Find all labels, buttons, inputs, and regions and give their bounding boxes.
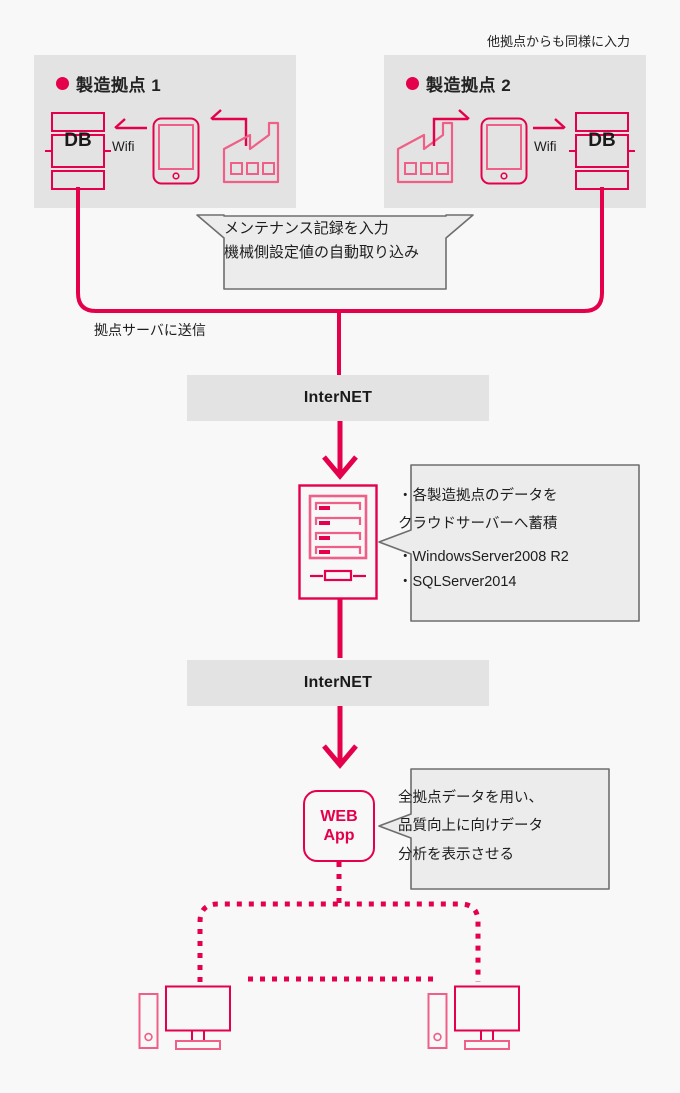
site-2-title-label: 製造拠点 2 <box>426 76 512 95</box>
site-2-title: 製造拠点 2 <box>406 71 511 96</box>
callout-line: ・各製造拠点のデータを <box>398 488 558 504</box>
left-arrow-icon <box>114 118 147 130</box>
desktop-pc-icon <box>138 985 231 1050</box>
right-arrow-icon <box>432 109 470 146</box>
rack-server-icon <box>298 484 378 600</box>
right-arrow-icon <box>533 118 566 130</box>
callout-line: ・SQLServer2014 <box>398 573 517 590</box>
factory-icon <box>396 121 454 184</box>
desktop-pc-icon <box>427 985 520 1050</box>
internet-bar-2-label: InterNET <box>303 674 373 691</box>
internet-bar-2: InterNET <box>187 660 489 706</box>
red-dot-icon <box>406 77 419 90</box>
site-1-title: 製造拠点 1 <box>56 71 161 96</box>
cloud-server-callout-text: ・各製造拠点のデータを クラウドサーバーへ蓄積 ・WindowsServer20… <box>398 482 638 595</box>
red-dot-icon <box>56 77 69 90</box>
callout-line: 品質向上に向けデータ <box>398 818 543 835</box>
tablet-icon <box>480 117 528 185</box>
server-to-internet-pipe <box>337 598 343 658</box>
send-to-site-server-label: 拠点サーバに送信 <box>94 322 206 338</box>
web-app-line-1: WEB <box>320 807 358 825</box>
site-2-wifi-label: Wifi <box>534 139 557 154</box>
web-app-line-2: App <box>323 827 355 844</box>
callout-line: 分析を表示させる <box>398 846 514 863</box>
web-app-node[interactable]: WEB App <box>303 790 375 862</box>
tablet-icon <box>152 117 200 185</box>
callout-line: 機械側設定値の自動取り込み <box>224 244 420 262</box>
down-arrow-icon <box>322 706 358 769</box>
callout-line: 全拠点データを用い、 <box>398 790 543 806</box>
maintenance-callout-text: メンテナンス記録を入力 機械側設定値の自動取り込み <box>224 217 454 266</box>
site-1-title-label: 製造拠点 1 <box>76 76 162 95</box>
site-2-db-label: DB <box>588 130 616 151</box>
analysis-callout-text: 全拠点データを用い、 品質向上に向けデータ 分析を表示させる <box>398 784 608 869</box>
callout-line: ・WindowsServer2008 R2 <box>398 548 569 565</box>
down-arrow-icon <box>322 421 358 480</box>
analysis-callout-shape <box>378 768 610 890</box>
top-right-note: 他拠点からも同様に入力 <box>487 34 631 49</box>
maintenance-callout-shape <box>196 214 474 290</box>
internet-bar-1-label: InterNET <box>303 389 373 406</box>
cloud-server-callout-shape <box>378 464 640 622</box>
factory-icon <box>222 121 280 184</box>
site-1-wifi-label: Wifi <box>112 139 135 154</box>
internet-bar-1: InterNET <box>187 375 489 421</box>
callout-line: メンテナンス記録を入力 <box>224 220 389 237</box>
site-1-db-label: DB <box>64 130 92 151</box>
client-distribution-dotted-lines <box>197 862 481 982</box>
callout-line: クラウドサーバーへ蓄積 <box>398 516 558 533</box>
